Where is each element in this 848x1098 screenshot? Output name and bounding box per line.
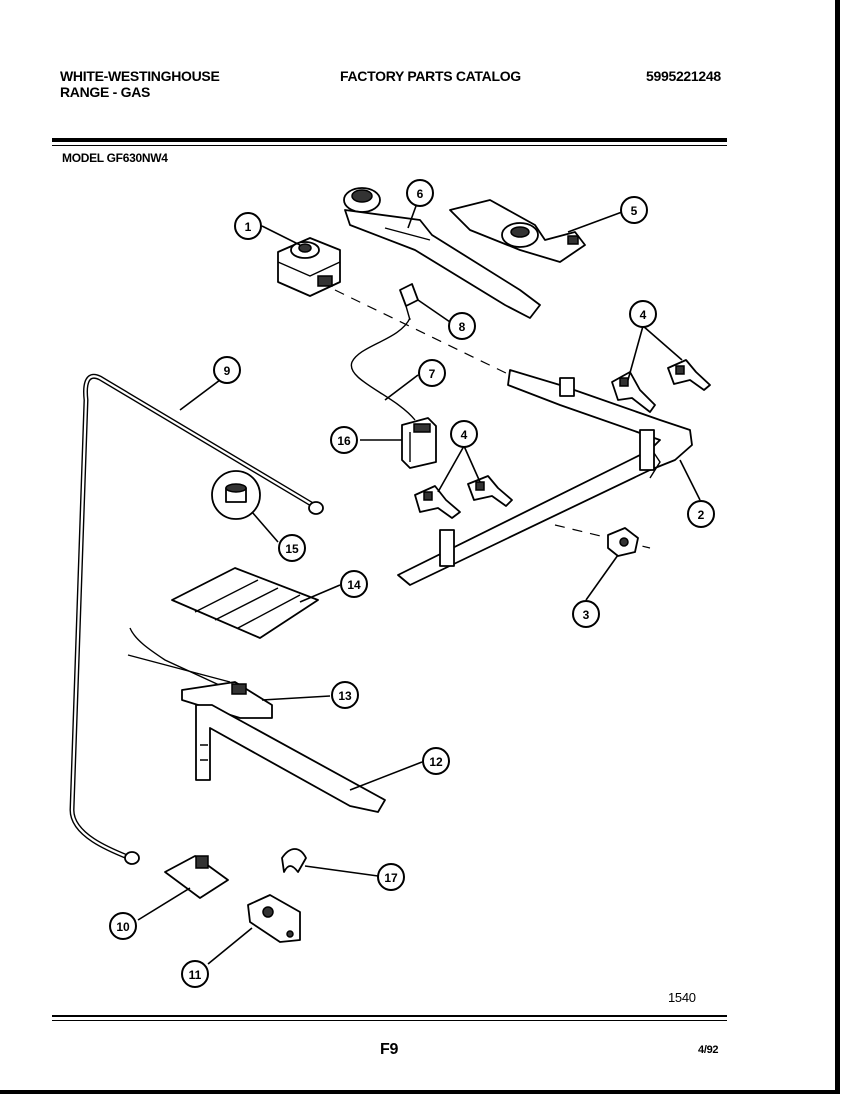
leader-15 — [251, 511, 279, 543]
leader-1 — [261, 225, 301, 246]
leader-7 — [384, 374, 419, 401]
callout-15: 15 — [278, 534, 306, 562]
part-17-clamp — [281, 848, 307, 873]
callout-11: 11 — [181, 960, 209, 988]
catalog-title: FACTORY PARTS CATALOG — [340, 68, 521, 84]
callout-16: 16 — [330, 426, 358, 454]
leader-14 — [299, 584, 341, 603]
leader-4-top — [627, 325, 683, 381]
part-11-bracket — [247, 894, 301, 943]
leader-13 — [261, 695, 331, 701]
part-4-valve-d — [467, 475, 513, 507]
callout-label: 13 — [338, 689, 352, 703]
leader-9 — [179, 379, 221, 411]
callout-label: 3 — [583, 608, 590, 622]
callout-label: 14 — [347, 578, 361, 592]
callout-label: 5 — [631, 204, 638, 218]
part-15-orifice — [211, 470, 261, 520]
figure-number: 1540 — [668, 990, 696, 1005]
callout-9: 9 — [213, 356, 241, 384]
callout-13: 13 — [331, 681, 359, 709]
callout-label: 4 — [640, 308, 647, 322]
callout-10: 10 — [109, 912, 137, 940]
part-4-valve-c — [414, 485, 461, 519]
header-rule-thin — [52, 145, 727, 146]
part-16-module — [401, 417, 437, 469]
leader-4-mid — [437, 445, 481, 493]
callout-label: 15 — [285, 542, 299, 556]
part-14-shield — [171, 567, 319, 639]
callout-label: 1 — [245, 220, 252, 234]
part-2-manifold — [397, 369, 693, 586]
page-number: F9 — [380, 1041, 399, 1058]
callout-2: 2 — [687, 500, 715, 528]
brand-block: WHITE-WESTINGHOUSE RANGE - GAS — [60, 68, 220, 100]
footer-rule-thin — [52, 1020, 727, 1021]
part-12-tube — [195, 704, 386, 813]
callout-label: 2 — [698, 508, 705, 522]
leader-11 — [207, 927, 253, 965]
part-4-valve-b — [667, 359, 711, 391]
callout-label: 6 — [417, 187, 424, 201]
part-8-clip — [399, 283, 419, 321]
leader-17 — [304, 865, 379, 877]
callout-label: 16 — [337, 434, 351, 448]
revision-date: 4/92 — [698, 1044, 719, 1056]
leader-10 — [137, 887, 191, 921]
callout-label: 9 — [224, 364, 231, 378]
part-10-bracket — [164, 855, 229, 899]
model-number: MODEL GF630NW4 — [62, 151, 168, 165]
callout-12: 12 — [422, 747, 450, 775]
callout-3: 3 — [572, 600, 600, 628]
callout-label: 12 — [429, 755, 443, 769]
header-rule — [52, 138, 727, 142]
callout-17: 17 — [377, 863, 405, 891]
callout-6: 6 — [406, 179, 434, 207]
part-4-valve-a — [611, 371, 656, 413]
callout-1: 1 — [234, 212, 262, 240]
part-13-burner — [127, 627, 273, 719]
catalog-part-number: 5995221248 — [646, 68, 721, 84]
brand-line-2: RANGE - GAS — [60, 84, 151, 100]
brand-line-1: WHITE-WESTINGHOUSE — [60, 68, 220, 84]
callout-label: 7 — [429, 367, 436, 381]
leader-3 — [585, 554, 619, 601]
footer-rule — [52, 1015, 727, 1017]
leader-12 — [349, 761, 423, 791]
callout-5: 5 — [620, 196, 648, 224]
part-5-burner — [449, 199, 586, 263]
callout-label: 17 — [384, 871, 398, 885]
callout-14: 14 — [340, 570, 368, 598]
callout-label: 11 — [189, 968, 202, 982]
leader-2 — [679, 459, 701, 501]
leader-8 — [417, 299, 451, 323]
callout-label: 8 — [459, 320, 466, 334]
part-3-switch — [607, 527, 639, 557]
part-9-gas-tube — [69, 373, 324, 865]
callout-8: 8 — [448, 312, 476, 340]
part-1-valve — [277, 237, 341, 297]
callout-4: 4 — [450, 420, 478, 448]
callout-label: 10 — [116, 920, 130, 934]
alignment-line — [334, 289, 511, 376]
callout-label: 4 — [461, 428, 468, 442]
part-6-burner — [343, 187, 541, 319]
leader-5 — [567, 211, 623, 233]
callout-7: 7 — [418, 359, 446, 387]
callout-4: 4 — [629, 300, 657, 328]
part-7-wire — [350, 317, 416, 421]
